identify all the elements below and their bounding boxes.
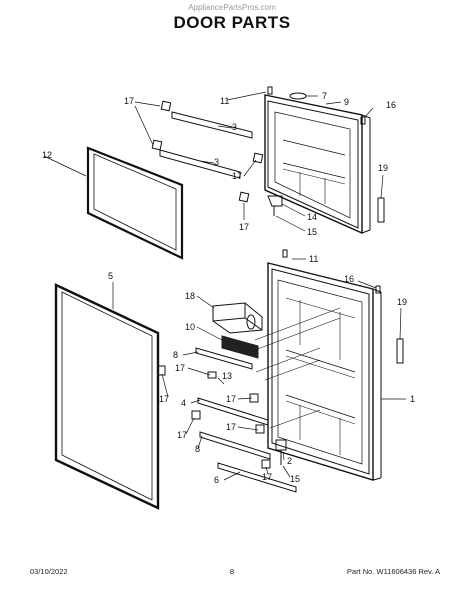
callout-17: 17 bbox=[232, 171, 242, 181]
callout-17: 17 bbox=[226, 422, 236, 432]
callout-17: 17 bbox=[226, 394, 236, 404]
dairy-door bbox=[221, 335, 259, 359]
callout-17: 17 bbox=[175, 363, 185, 373]
callout-17: 17 bbox=[159, 394, 169, 404]
callout-3: 3 bbox=[214, 157, 219, 167]
callout-17: 17 bbox=[124, 96, 134, 106]
callout-19: 19 bbox=[378, 163, 388, 173]
callout-16: 16 bbox=[344, 274, 354, 284]
callout-2: 2 bbox=[287, 456, 292, 466]
callout-17: 17 bbox=[177, 430, 187, 440]
page-title: DOOR PARTS bbox=[173, 13, 291, 32]
callout-15: 15 bbox=[307, 227, 317, 237]
callout-18: 18 bbox=[185, 291, 195, 301]
watermark: AppliancePartsPros.com bbox=[188, 3, 276, 12]
callout-19: 19 bbox=[397, 297, 407, 307]
fresh-food-door bbox=[267, 262, 382, 481]
callout-17: 17 bbox=[262, 472, 272, 482]
callout-1: 1 bbox=[410, 394, 415, 404]
callout-8: 8 bbox=[173, 350, 178, 360]
callout-15: 15 bbox=[290, 474, 300, 484]
fresh-food-door-gasket bbox=[54, 283, 160, 510]
dairy-bin bbox=[212, 302, 263, 334]
callout-8: 8 bbox=[195, 444, 200, 454]
callout-13: 13 bbox=[222, 371, 232, 381]
callout-9: 9 bbox=[344, 97, 349, 107]
callout-17: 17 bbox=[239, 222, 249, 232]
callout-5: 5 bbox=[108, 271, 113, 281]
callout-14: 14 bbox=[307, 212, 317, 222]
freezer-shelf-bars bbox=[159, 111, 253, 179]
footer-part-number: Part No. W11606436 Rev. A bbox=[346, 567, 440, 576]
callout-7: 7 bbox=[322, 91, 327, 101]
callout-10: 10 bbox=[185, 322, 195, 332]
callout-11: 11 bbox=[220, 96, 229, 106]
callout-4: 4 bbox=[181, 398, 186, 408]
callout-16: 16 bbox=[386, 100, 396, 110]
footer-date: 03/10/2022 bbox=[30, 567, 68, 576]
callout-3: 3 bbox=[232, 122, 237, 132]
footer-page-number: 8 bbox=[229, 567, 235, 576]
callout-6: 6 bbox=[214, 475, 219, 485]
callout-11: 11 bbox=[309, 254, 318, 264]
freezer-door-gasket bbox=[86, 146, 184, 260]
freezer-door bbox=[264, 94, 371, 235]
callout-12: 12 bbox=[42, 150, 52, 160]
